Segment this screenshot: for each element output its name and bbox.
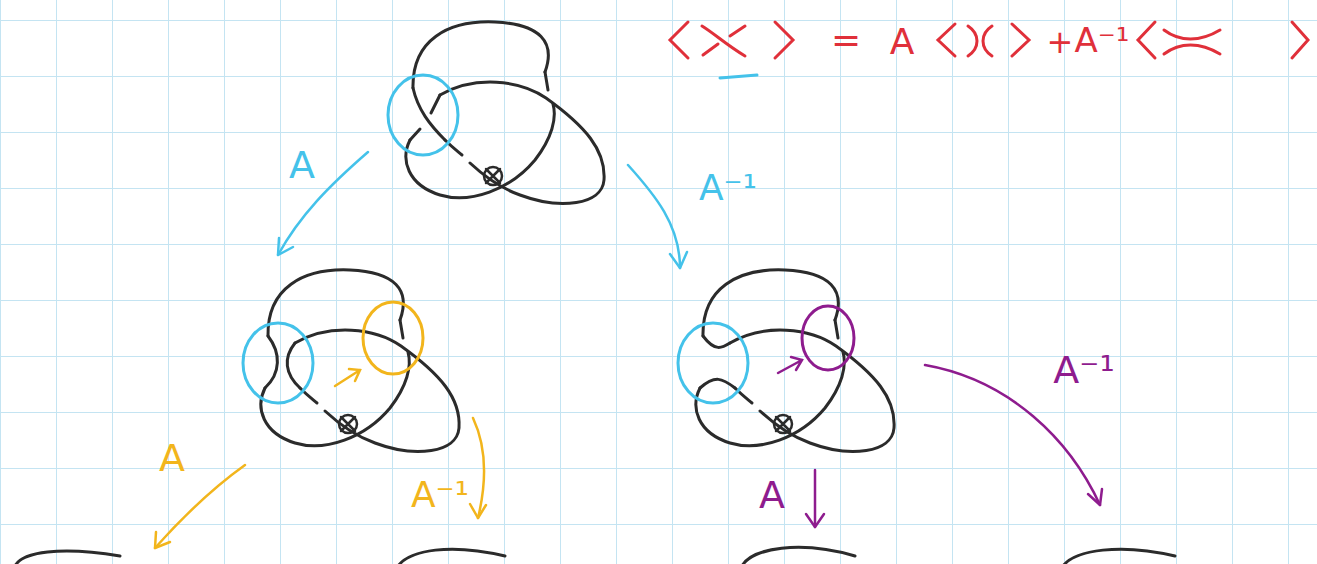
derivation-arrow — [155, 152, 1102, 548]
knot-diagram — [678, 270, 894, 452]
branch-weight: A⁻¹ — [411, 477, 469, 513]
branch-weight: A⁻¹ — [1053, 351, 1114, 389]
knot-diagram — [243, 270, 459, 452]
plus-sign: + — [1047, 26, 1074, 58]
knot-diagram — [15, 547, 1175, 564]
branch-weight: A — [159, 439, 185, 477]
equals-sign: = — [831, 22, 861, 58]
knot-diagram — [388, 22, 604, 204]
underline-mark — [720, 75, 757, 78]
branch-weight: A⁻¹ — [699, 170, 757, 206]
coefficient: A — [890, 24, 915, 60]
coefficient: A⁻¹ — [1075, 23, 1130, 57]
branch-weight: A — [759, 476, 785, 514]
branch-weight: A — [289, 146, 315, 184]
skein-relation-symbols — [670, 22, 1308, 58]
